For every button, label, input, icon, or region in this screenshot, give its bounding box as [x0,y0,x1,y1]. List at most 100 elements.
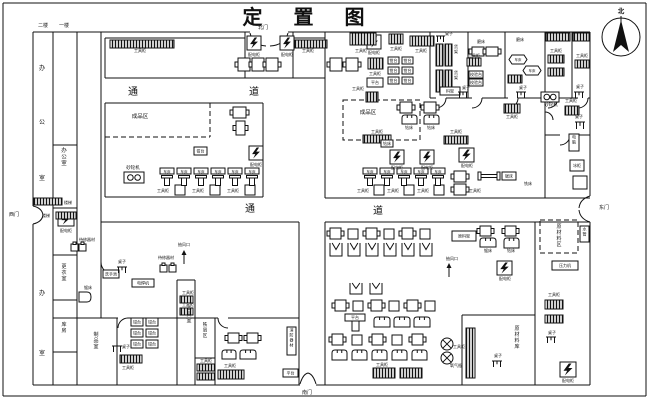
machine-icon [501,225,520,237]
lathe-icon: 车床 [244,167,260,186]
toolcab-d3: 工具柜 [122,364,134,370]
label-text: 楼梯 [42,212,50,218]
label-text: 工具柜 [417,187,429,193]
label-text: 桌子 [575,113,583,119]
lathe-icon: 车床 [413,167,429,186]
tool-cabinet-icon [179,295,194,304]
machine-icon [351,334,363,346]
label-text: 钳台 [390,77,398,83]
gate-south: 南门 [302,389,312,396]
label-text: 工具柜 [506,113,518,119]
toolcab-b-row1: 工具柜 [157,187,169,193]
label-text: 车床 [198,169,205,174]
toolcab-r4: 工具柜 [550,47,562,53]
grinder-r2: 磨床 [477,38,485,44]
desk-icon [436,35,445,42]
toolcab-c-row1: 工具柜 [357,187,369,193]
equipment-label-box: 平台 [282,368,299,378]
label-text: 办 [39,64,45,72]
equipment-label-box: 校验台 [468,70,484,79]
toolcab-tr2: 工具柜 [506,113,518,119]
desk-icon [546,336,556,343]
tool-cabinet-icon [196,363,216,372]
equipment-label-box: 洗手池 [102,269,120,279]
aisle1-dao: 道 [249,85,259,98]
label-text: 锯床 [84,284,92,290]
label-text: 库房 [61,321,66,334]
label-text: 配电柜 [421,164,433,170]
aisle2-dao: 道 [373,204,383,217]
tool-cabinet-icon [367,57,384,70]
tool-room: 工具室 [186,306,191,324]
label-text: 校验台 [470,79,482,85]
repair-item-icon [78,241,87,252]
machine-icon [433,184,445,196]
toolcab-d2: 工具柜 [182,301,194,307]
toolcab-rs: 工具柜 [548,291,560,297]
lathe-icon: 车床 [210,167,226,186]
machine-icon [413,316,431,328]
label-text: 成品区 [360,108,377,116]
desk-rs: 桌子 [548,329,556,335]
power-cabinet-icon [389,149,405,165]
label-text: 钳台 [404,57,412,63]
label-text: 车床 [367,169,375,174]
tool-cabinet-icon [544,314,564,324]
label-text: 东门 [599,204,609,211]
label-text: 工具柜 [390,45,402,51]
label-text: 车床 [435,169,443,174]
label-text: 制品室 [93,331,98,350]
label-text: 钳台 [148,340,156,346]
label-text: 工具柜 [122,364,134,370]
toolcab-b-row3: 工具柜 [227,187,239,193]
label-text: 钻床 [507,247,515,253]
toolcab-b-row2: 工具柜 [192,187,204,193]
aisle1-tong: 通 [128,86,138,98]
label-text: 磨床 [477,38,485,44]
tool-cabinet-icon [372,367,396,379]
tool-cabinet-icon [545,32,571,42]
machine-icon [482,46,502,57]
grinder-r3: 磨床 [516,36,524,42]
floor-first: 一楼 [59,22,69,29]
label-text: 南门 [302,389,312,396]
door-arc [32,214,44,225]
label-text: 桌子 [122,343,130,349]
equipment-label-box: 钳台 [387,76,400,85]
label-text: 更衣室 [61,264,66,282]
label-text: 桌子 [576,83,584,89]
label-text: 配电柜 [461,162,473,168]
label-text: 配电柜 [499,275,511,281]
label-text: 钳台 [404,77,412,83]
tool-cabinet-icon [196,372,216,381]
label-text: 工具柜 [302,47,314,53]
machine-icon [326,227,345,240]
tool-cabinet-icon [444,43,453,67]
toolcab-c-row2: 工具柜 [387,187,399,193]
changing-room: 更衣室 [61,264,66,282]
machine-icon [403,299,422,312]
label-text: 砂轮机 [544,101,558,108]
label-text: 一楼 [59,22,69,29]
machine-icon [401,114,418,125]
equipment-label-box: 钳台 [130,328,144,338]
desk-r2: 桌子 [462,84,470,90]
label-text: 平台 [371,79,379,85]
machine-icon [383,228,395,240]
machine-icon [365,242,379,257]
machine-icon [331,299,350,312]
label-text: 锯床 [505,172,513,178]
equipment-label-box: 校验台 [468,78,484,87]
label-text: 车床 [232,169,239,174]
label-text: 钳台 [133,318,141,324]
floor-second: 二楼 [38,22,48,29]
label-text: 室 [39,349,45,357]
pdcab-c2: 配电柜 [391,164,403,170]
machine-icon [403,184,415,196]
label-text: 工具室 [186,306,191,324]
door-arc [471,97,483,109]
toolcab-a1: 工具柜 [134,47,146,53]
machine-icon [450,170,470,183]
gas-cylinder-icon [440,337,454,351]
door-arc [32,205,44,216]
